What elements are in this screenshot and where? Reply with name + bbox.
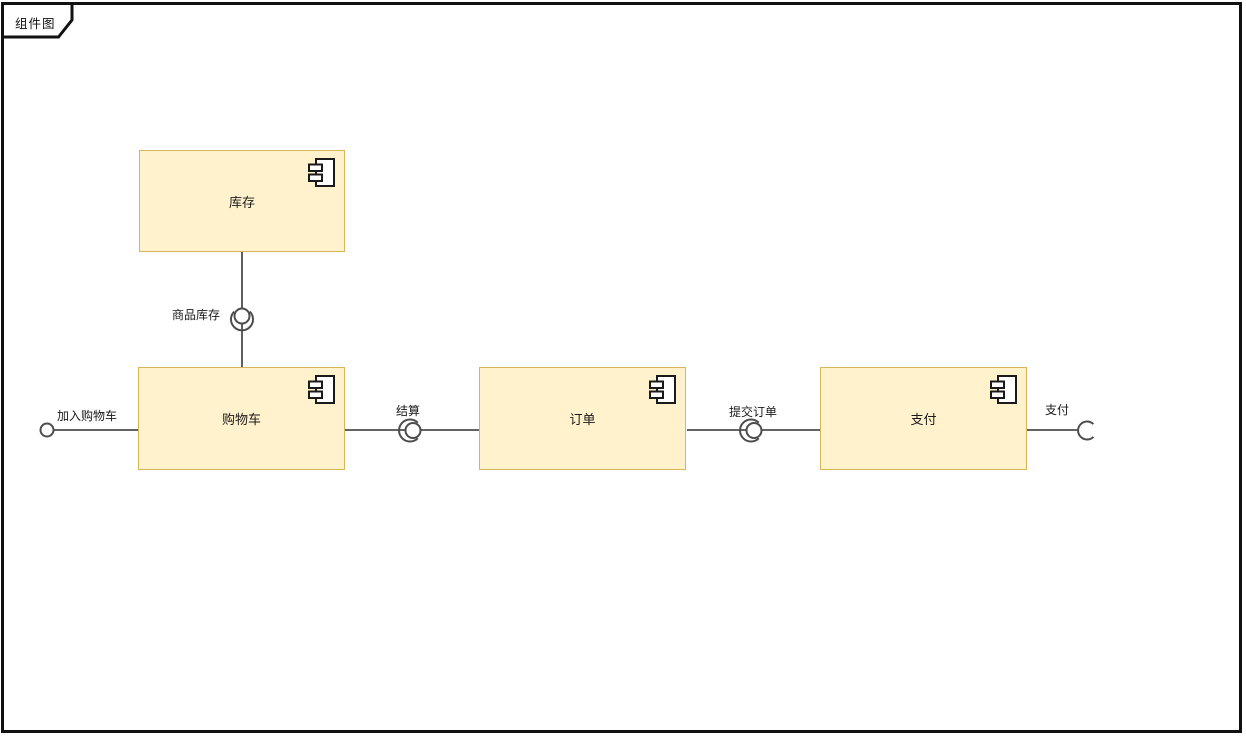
interface-label-add-to-cart: 加入购物车 <box>57 409 118 423</box>
ball-interface-add-to-cart[interactable] <box>39 422 55 438</box>
component-name: 支付 <box>910 412 937 427</box>
component-name: 库存 <box>228 194 255 210</box>
socket-interface-product-inventory[interactable] <box>230 310 254 332</box>
frame-title: 组件图 <box>15 17 56 31</box>
uml-frame-border <box>1 2 1242 733</box>
component-icon <box>990 375 1017 404</box>
socket-interface-submit-order[interactable] <box>739 418 760 443</box>
interface-label-pay: 支付 <box>1044 403 1070 417</box>
socket-interface-pay[interactable] <box>1077 420 1095 441</box>
component-name: 购物车 <box>221 412 261 427</box>
ball-interface-product-inventory[interactable] <box>233 307 251 325</box>
frame-tab-shape <box>1 2 74 39</box>
ball-interface-submit-order[interactable] <box>745 422 763 439</box>
component-inventory[interactable]: 库存 <box>139 150 345 252</box>
component-payment[interactable]: 支付 <box>820 367 1027 470</box>
component-name: 订单 <box>569 412 596 427</box>
frame-title-tab <box>1 2 74 39</box>
socket-interface-checkout[interactable] <box>398 418 419 443</box>
interface-label-submit-order: 提交订单 <box>728 405 778 419</box>
component-icon <box>308 375 335 404</box>
interface-label-checkout: 结算 <box>395 404 421 418</box>
interface-label-product-inventory: 商品库存 <box>172 308 221 322</box>
component-icon <box>308 158 335 187</box>
ball-interface-checkout[interactable] <box>404 422 422 439</box>
component-order[interactable]: 订单 <box>479 367 686 470</box>
component-cart[interactable]: 购物车 <box>138 367 345 470</box>
component-icon <box>649 375 676 404</box>
